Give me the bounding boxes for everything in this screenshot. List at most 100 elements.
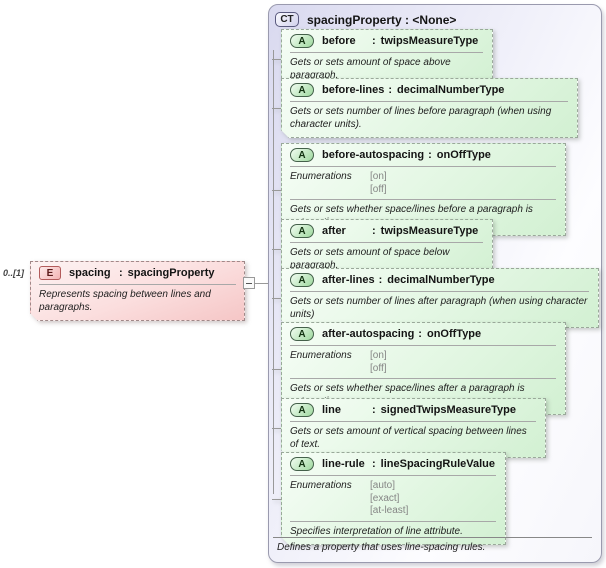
attribute-box[interactable]: A line-rule : lineSpacingRuleValue Enume… — [281, 452, 506, 545]
enumeration-value: [auto] — [370, 480, 396, 491]
attribute-description: Gets or sets amount of space below parag… — [290, 247, 450, 271]
divider — [290, 421, 536, 422]
complex-type-header: CT spacingProperty : <None> — [269, 5, 601, 29]
attribute-type: decimalNumberType — [387, 274, 495, 286]
attribute-title: A after-lines : decimalNumberType — [288, 272, 591, 289]
enumerations-label: Enumerations — [290, 480, 352, 491]
attribute-icon: A — [290, 224, 314, 238]
attribute-name: line-rule — [322, 458, 365, 470]
attribute-colon: : — [372, 458, 376, 470]
attribute-type: signedTwipsMeasureType — [380, 404, 516, 416]
attribute-icon: A — [290, 34, 314, 48]
attribute-type: onOffType — [426, 328, 482, 340]
element-box[interactable]: E spacing : spacingProperty Represents s… — [30, 261, 245, 321]
enumeration-value: [exact] — [370, 492, 400, 504]
attribute-icon: A — [290, 327, 314, 341]
attribute-box[interactable]: A after-lines : decimalNumberType Gets o… — [281, 268, 599, 328]
cardinality-label: 0..[1] — [3, 268, 25, 278]
enumeration-value: [on] — [370, 171, 387, 182]
attribute-name: after-autospacing — [322, 328, 415, 340]
attribute-box[interactable]: A before-lines : decimalNumberType Gets … — [281, 78, 578, 138]
attribute-icon: A — [290, 83, 314, 97]
attribute-name: after — [322, 225, 346, 237]
divider — [290, 242, 483, 243]
attribute-name: after-lines — [322, 274, 375, 286]
divider — [290, 52, 483, 53]
enumerations-label: Enumerations — [290, 350, 352, 361]
complex-type-base: <None> — [412, 12, 457, 27]
divider — [290, 199, 556, 200]
attribute-node: A line : signedTwipsMeasureType Gets or … — [272, 398, 546, 458]
divider — [290, 521, 496, 522]
enumeration-values: [on][off] — [370, 171, 556, 196]
attribute-colon: : — [428, 149, 432, 161]
attribute-node: A before-lines : decimalNumberType Gets … — [272, 78, 578, 138]
attribute-type: onOffType — [436, 149, 491, 161]
complex-type-title: spacingProperty : <None> — [307, 13, 456, 27]
divider — [290, 166, 556, 167]
element-title: E spacing : spacingProperty — [37, 265, 238, 282]
attribute-title: A before-lines : decimalNumberType — [288, 82, 570, 99]
attribute-name: line — [322, 404, 341, 416]
element-name: spacing — [69, 267, 111, 279]
element-colon: : — [119, 267, 123, 279]
attribute-description: Gets or sets amount of vertical spacing … — [290, 426, 527, 450]
attribute-title: A before-autospacing : onOffType — [288, 147, 558, 164]
complex-type-footer: Defines a property that uses line-spacin… — [273, 536, 592, 563]
enumerations-block: Enumerations [on][off] — [288, 348, 558, 379]
attribute-colon: : — [388, 84, 393, 96]
attribute-node: A after-lines : decimalNumberType Gets o… — [272, 268, 599, 328]
tree-connector-line — [273, 50, 274, 494]
enumerations-block: Enumerations [on][off] — [288, 169, 558, 200]
attribute-name: before — [322, 35, 356, 47]
attribute-title: A line-rule : lineSpacingRuleValue — [288, 456, 498, 473]
collapse-toggle[interactable] — [243, 277, 255, 289]
enumerations-block: Enumerations [auto][exact][at-least] — [288, 478, 498, 522]
attribute-type: twipsMeasureType — [380, 35, 479, 47]
complex-type-description: Defines a property that uses line-spacin… — [277, 541, 486, 553]
element-icon: E — [39, 266, 61, 280]
attribute-title: A line : signedTwipsMeasureType — [288, 402, 538, 419]
enumerations-label: Enumerations — [290, 171, 352, 182]
attribute-icon: A — [290, 457, 314, 471]
complex-type-icon: CT — [275, 12, 299, 27]
complex-type-box[interactable]: CT spacingProperty : <None> A before : t… — [268, 4, 602, 563]
divider — [290, 475, 496, 476]
attribute-description: Gets or sets number of lines after parag… — [290, 296, 588, 320]
attribute-icon: A — [290, 148, 314, 162]
enumeration-value: [at-least] — [370, 505, 409, 516]
enumeration-values: [auto][exact][at-least] — [370, 480, 496, 518]
attribute-box[interactable]: A line : signedTwipsMeasureType Gets or … — [281, 398, 546, 458]
divider — [290, 291, 589, 292]
attribute-type: twipsMeasureType — [380, 225, 479, 237]
attribute-icon: A — [290, 403, 314, 417]
complex-type-colon: : — [405, 12, 410, 27]
attribute-colon: : — [372, 404, 376, 416]
minus-icon — [246, 283, 252, 284]
attribute-name: before-lines — [322, 84, 385, 96]
enumeration-value: [off] — [370, 183, 387, 195]
element-description: Represents spacing between lines and par… — [39, 289, 211, 313]
divider — [39, 284, 236, 285]
enumeration-value: [on] — [370, 350, 387, 361]
attribute-title: A after : twipsMeasureType — [288, 223, 485, 240]
attribute-type: decimalNumberType — [397, 84, 505, 96]
attribute-colon: : — [372, 35, 376, 47]
connector-line — [245, 283, 269, 284]
attribute-colon: : — [372, 225, 376, 237]
attribute-node: A line-rule : lineSpacingRuleValue Enume… — [272, 452, 506, 545]
attribute-description: Specifies interpretation of line attribu… — [290, 525, 463, 537]
enumeration-values: [on][off] — [370, 350, 556, 375]
element-node: E spacing : spacingProperty Represents s… — [30, 261, 245, 321]
attribute-icon: A — [290, 273, 314, 287]
attribute-title: A before : twipsMeasureType — [288, 33, 485, 50]
divider — [290, 378, 556, 379]
attribute-colon: : — [378, 274, 383, 286]
attribute-colon: : — [418, 328, 422, 340]
attribute-description: Gets or sets number of lines before para… — [290, 106, 552, 130]
enumeration-value: [off] — [370, 362, 387, 374]
divider — [290, 101, 568, 102]
divider — [290, 345, 556, 346]
attribute-type: lineSpacingRuleValue — [380, 458, 495, 470]
